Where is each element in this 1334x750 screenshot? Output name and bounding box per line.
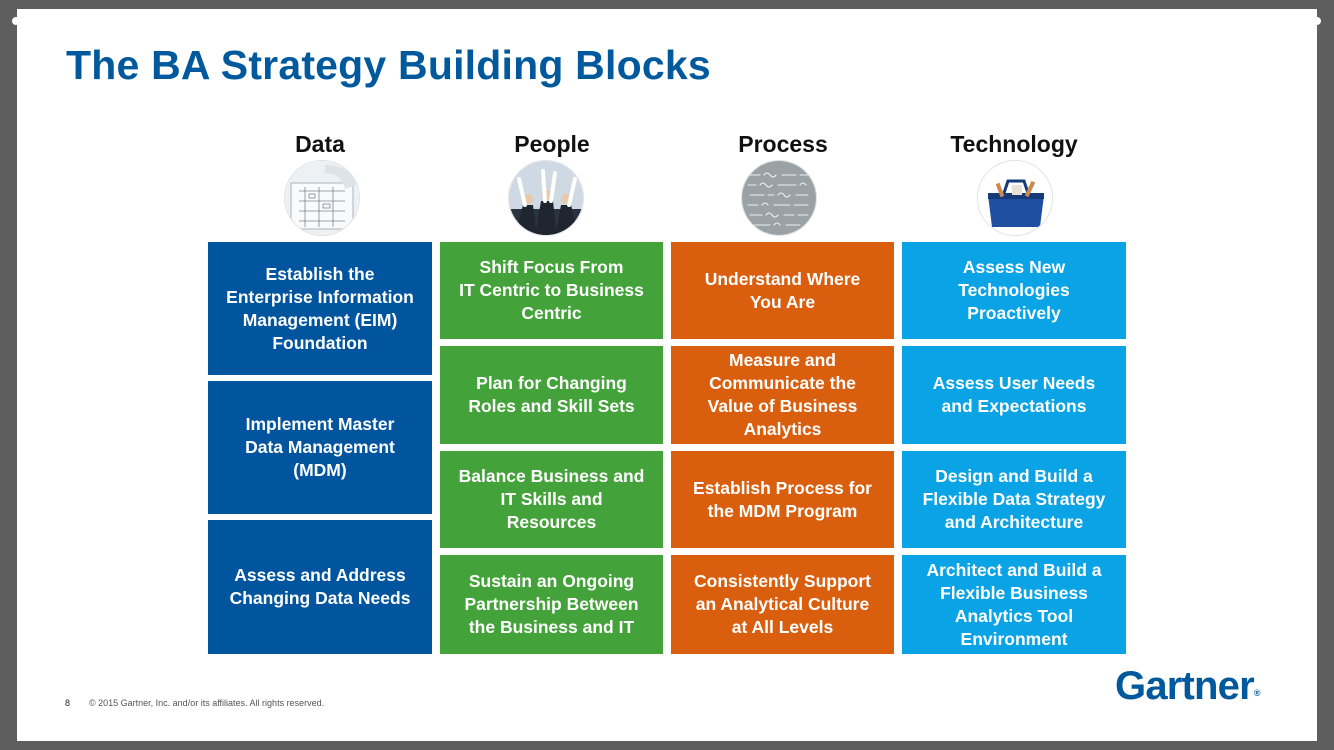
block-data-3: Assess and Address Changing Data Needs — [208, 520, 432, 654]
page-number: 8 — [65, 698, 71, 708]
block-technology-3: Design and Build a Flexible Data Strateg… — [902, 451, 1126, 548]
window-corner-dot-right — [1313, 17, 1321, 25]
block-technology-4: Architect and Build a Flexible Business … — [902, 555, 1126, 654]
gartner-logo: Gartner® — [1115, 664, 1261, 709]
block-data-2: Implement Master Data Management (MDM) — [208, 381, 432, 514]
block-people-3: Balance Business and IT Skills and Resou… — [440, 451, 663, 548]
formulas-image-icon — [741, 160, 817, 236]
block-technology-1: Assess New Technologies Proactively — [902, 242, 1126, 339]
slide-title: The BA Strategy Building Blocks — [66, 42, 711, 88]
block-people-1: Shift Focus From IT Centric to Business … — [440, 242, 663, 339]
block-people-4: Sustain an Ongoing Partnership Between t… — [440, 555, 663, 654]
column-heading-process: Process — [738, 131, 828, 157]
copyright-notice: © 2015 Gartner, Inc. and/or its affiliat… — [89, 698, 325, 708]
block-process-1: Understand Where You Are — [671, 242, 894, 339]
blueprint-image-icon — [284, 160, 360, 236]
block-process-4: Consistently Support an Analytical Cultu… — [671, 555, 894, 654]
column-heading-data: Data — [295, 131, 345, 157]
column-heading-technology: Technology — [950, 131, 1078, 157]
logo-text: Gartner — [1115, 664, 1255, 708]
column-heading-people: People — [514, 131, 590, 157]
registered-mark: ® — [1253, 688, 1261, 698]
block-technology-2: Assess User Needs and Expectations — [902, 346, 1126, 444]
window-corner-dot-left — [12, 17, 20, 25]
slide: The BA Strategy Building Blocks Data Peo… — [17, 9, 1317, 741]
block-process-2: Measure and Communicate the Value of Bus… — [671, 346, 894, 444]
block-data-1: Establish the Enterprise Information Man… — [208, 242, 432, 375]
toolbox-image-icon — [977, 160, 1053, 236]
block-people-2: Plan for Changing Roles and Skill Sets — [440, 346, 663, 444]
block-process-3: Establish Process for the MDM Program — [671, 451, 894, 548]
team-celebrating-image-icon — [508, 160, 584, 236]
